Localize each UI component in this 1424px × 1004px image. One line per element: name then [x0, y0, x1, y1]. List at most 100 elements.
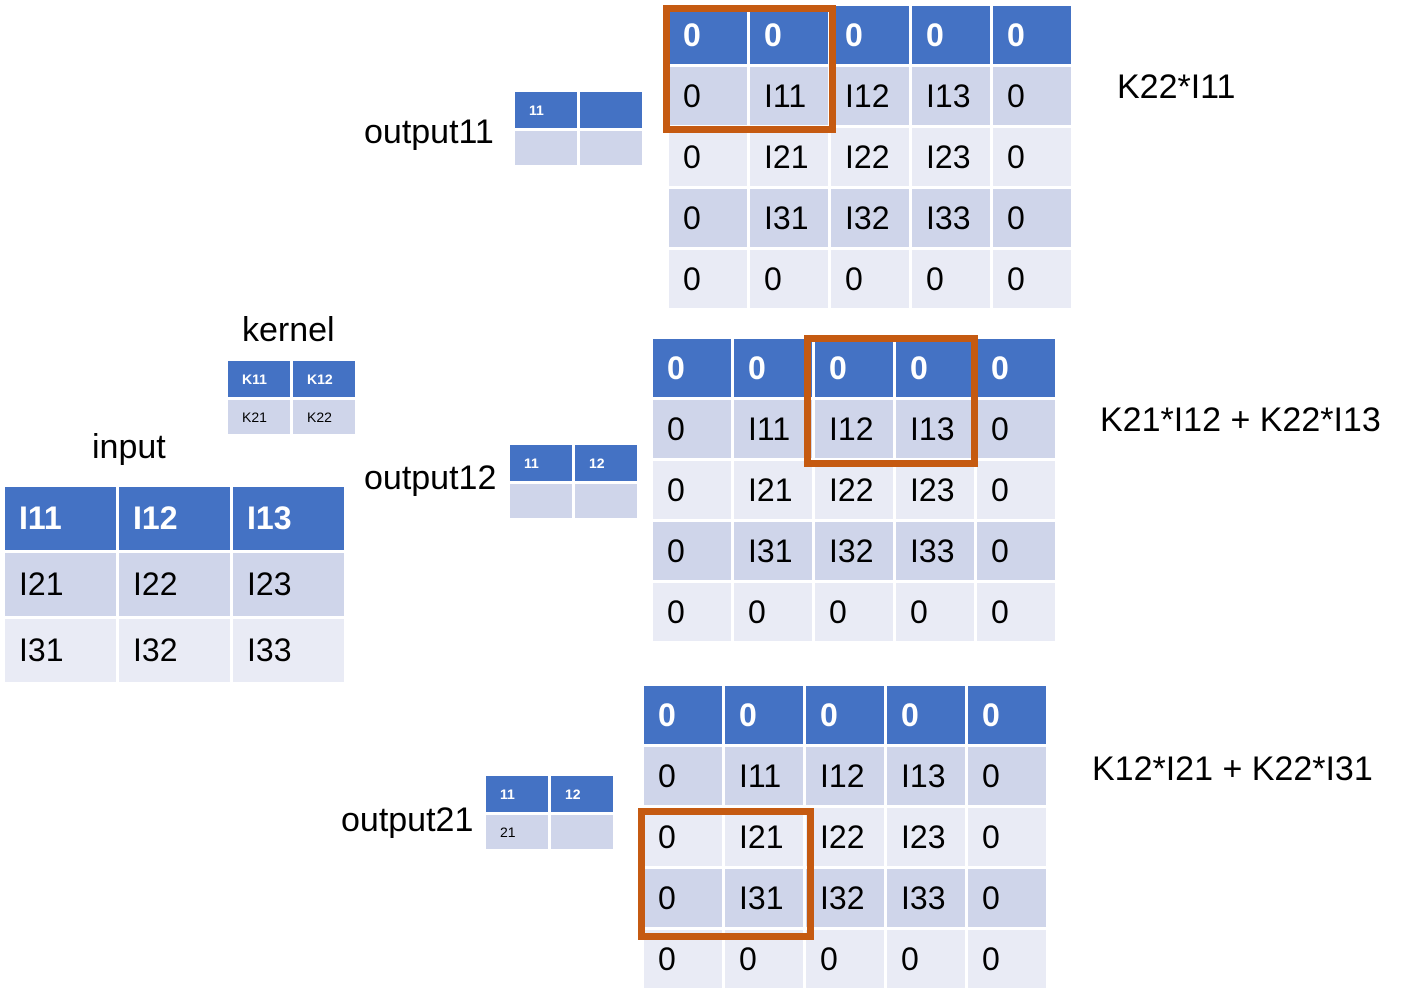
- kernel-cell: K21: [228, 400, 290, 434]
- input-matrix: I11 I12 I13 I21 I22 I23 I31 I32 I33: [2, 484, 347, 685]
- kernel-window-highlight: [638, 808, 814, 940]
- padded-cell: I33: [887, 869, 965, 927]
- padded-cell: I11: [734, 400, 812, 458]
- padded-cell: 0: [977, 583, 1055, 641]
- padded-cell: 0: [896, 583, 974, 641]
- padded-cell: 0: [653, 461, 731, 519]
- padded-matrix-2: 0 0 0 0 0 0 I11 I12 I13 0 0 I21 I22 I23 …: [650, 336, 1058, 644]
- output-cell: [580, 131, 642, 165]
- padded-cell: 0: [887, 930, 965, 988]
- padded-cell: I12: [806, 747, 884, 805]
- padded-cell: I13: [896, 400, 974, 458]
- padded-cell: I22: [815, 461, 893, 519]
- padded-cell: I13: [912, 67, 990, 125]
- padded-cell: I23: [887, 808, 965, 866]
- kernel-label: kernel: [242, 311, 335, 349]
- input-cell: I13: [233, 487, 344, 550]
- padded-cell: 0: [968, 869, 1046, 927]
- output11-label: output11: [364, 113, 494, 151]
- output12-label: output12: [364, 459, 497, 497]
- padded-cell: 0: [896, 339, 974, 397]
- padded-cell: 0: [977, 400, 1055, 458]
- padded-cell: 0: [912, 250, 990, 308]
- output-cell: 21: [486, 815, 548, 849]
- padded-cell: 0: [993, 250, 1071, 308]
- padded-matrix-1: 0 0 0 0 0 0 I11 I12 I13 0 0 I21 I22 I23 …: [666, 3, 1074, 311]
- input-cell: I33: [233, 619, 344, 682]
- padded-cell: I33: [896, 522, 974, 580]
- padded-cell: I32: [815, 522, 893, 580]
- input-cell: I21: [5, 553, 116, 616]
- output-cell: 11: [510, 445, 572, 481]
- output11-matrix: 11: [512, 89, 645, 168]
- padded-cell: 0: [806, 686, 884, 744]
- output-cell: [515, 131, 577, 165]
- padded-cell: 0: [993, 128, 1071, 186]
- output12-matrix: 11 12: [507, 442, 640, 521]
- output21-matrix: 11 12 21: [483, 773, 616, 852]
- formula-text: K12*I21 + K22*I31: [1092, 750, 1373, 788]
- padded-cell: 0: [831, 6, 909, 64]
- padded-cell: I12: [815, 400, 893, 458]
- kernel-cell: K22: [293, 400, 355, 434]
- padded-cell: 0: [653, 400, 731, 458]
- padded-cell: I22: [806, 808, 884, 866]
- output-cell: 12: [575, 445, 637, 481]
- kernel-matrix: K11 K12 K21 K22: [225, 358, 358, 437]
- padded-cell: 0: [912, 6, 990, 64]
- padded-cell: 0: [669, 6, 747, 64]
- kernel-window-highlight: [804, 335, 978, 467]
- padded-cell: 0: [734, 583, 812, 641]
- output-cell: 12: [551, 776, 613, 812]
- input-cell: I31: [5, 619, 116, 682]
- padded-cell: 0: [653, 522, 731, 580]
- input-cell: I32: [119, 619, 230, 682]
- input-label: input: [92, 428, 166, 466]
- padded-cell: 0: [725, 686, 803, 744]
- padded-cell: 0: [669, 250, 747, 308]
- output-cell: [580, 92, 642, 128]
- padded-cell: 0: [977, 522, 1055, 580]
- padded-cell: 0: [977, 461, 1055, 519]
- padded-cell: 0: [669, 189, 747, 247]
- padded-cell: 0: [968, 808, 1046, 866]
- padded-cell: I21: [734, 461, 812, 519]
- padded-cell: I13: [887, 747, 965, 805]
- padded-cell: 0: [993, 6, 1071, 64]
- padded-cell: I31: [725, 869, 803, 927]
- output-cell: [551, 815, 613, 849]
- output-cell: 11: [486, 776, 548, 812]
- output21-label: output21: [341, 801, 474, 839]
- padded-cell: I21: [750, 128, 828, 186]
- formula-text: K21*I12 + K22*I13: [1100, 401, 1381, 439]
- padded-cell: 0: [653, 583, 731, 641]
- padded-cell: 0: [644, 869, 722, 927]
- padded-cell: I21: [725, 808, 803, 866]
- padded-cell: 0: [993, 67, 1071, 125]
- formula-text: K22*I11: [1117, 68, 1236, 106]
- padded-cell: 0: [750, 250, 828, 308]
- padded-cell: I31: [734, 522, 812, 580]
- input-cell: I12: [119, 487, 230, 550]
- padded-cell: 0: [815, 583, 893, 641]
- padded-cell: 0: [993, 189, 1071, 247]
- kernel-cell: K12: [293, 361, 355, 397]
- input-cell: I22: [119, 553, 230, 616]
- padded-cell: I22: [831, 128, 909, 186]
- padded-cell: 0: [750, 6, 828, 64]
- padded-cell: I11: [750, 67, 828, 125]
- output-cell: 11: [515, 92, 577, 128]
- padded-cell: 0: [968, 747, 1046, 805]
- padded-cell: I33: [912, 189, 990, 247]
- padded-cell: I11: [725, 747, 803, 805]
- padded-cell: 0: [669, 67, 747, 125]
- kernel-window-highlight: [663, 5, 836, 133]
- padded-matrix-3: 0 0 0 0 0 0 I11 I12 I13 0 0 I21 I22 I23 …: [641, 683, 1049, 991]
- padded-cell: I31: [750, 189, 828, 247]
- padded-cell: I32: [806, 869, 884, 927]
- padded-cell: 0: [653, 339, 731, 397]
- padded-cell: 0: [734, 339, 812, 397]
- padded-cell: I23: [912, 128, 990, 186]
- kernel-cell: K11: [228, 361, 290, 397]
- padded-cell: I12: [831, 67, 909, 125]
